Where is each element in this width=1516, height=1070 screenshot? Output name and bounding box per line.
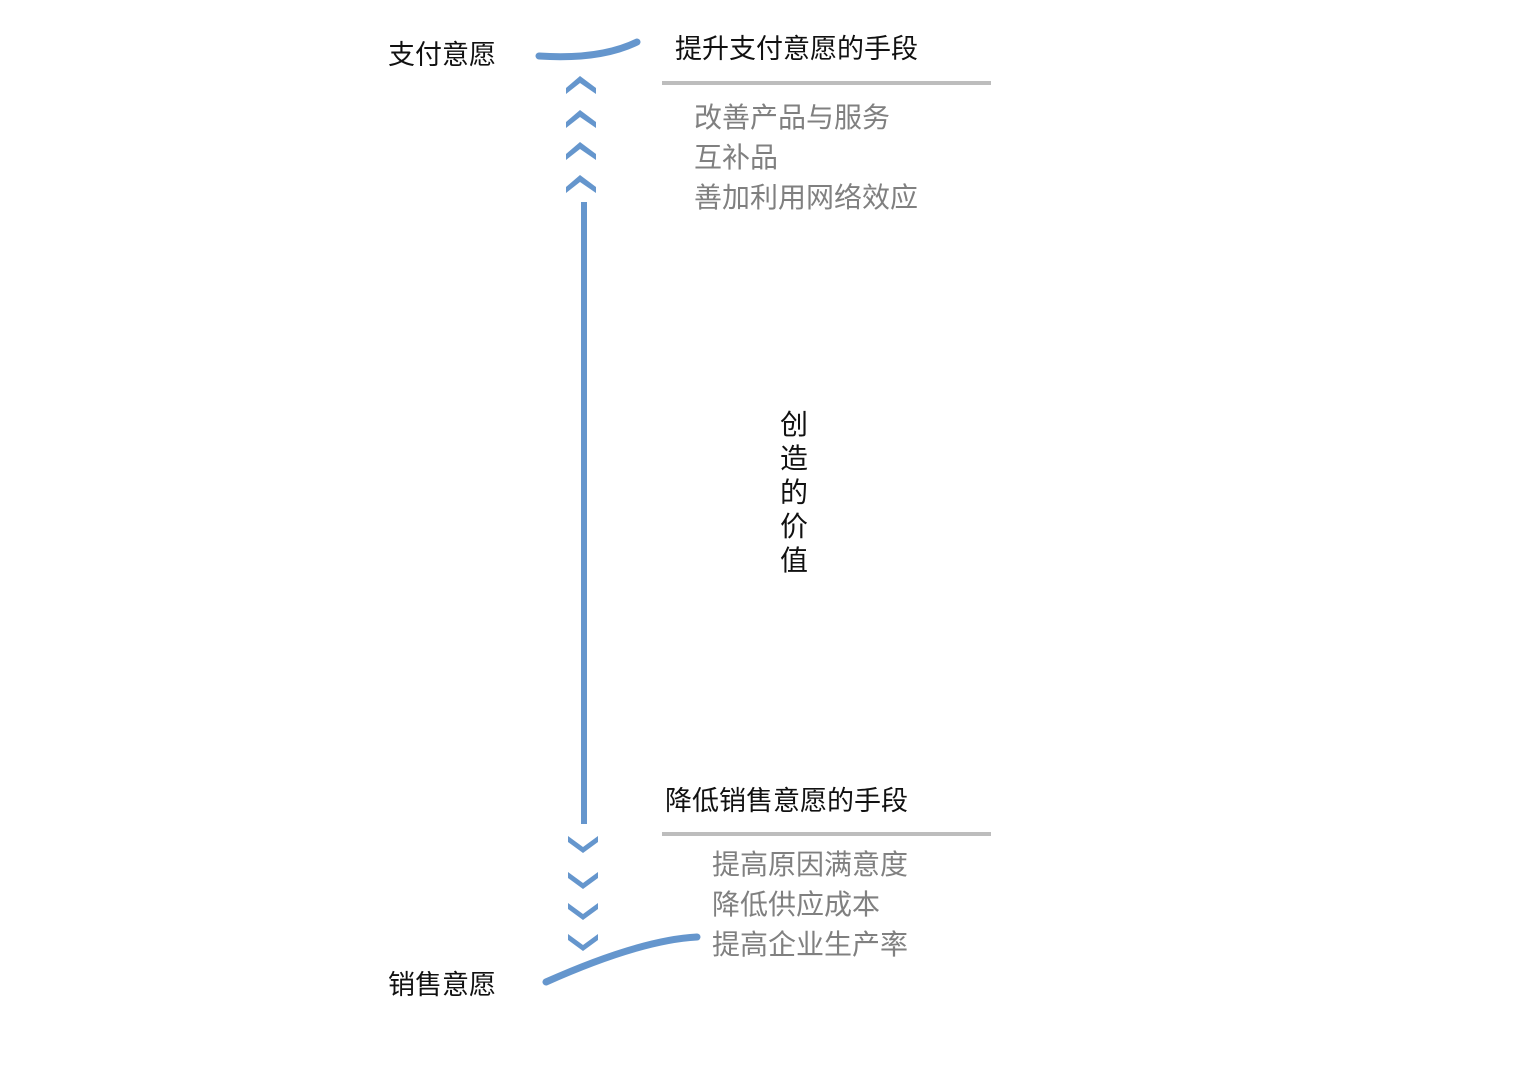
chevron-down-icon bbox=[568, 836, 598, 853]
chevron-down-icon bbox=[568, 934, 598, 951]
bottom-bracket-curve bbox=[542, 933, 701, 986]
center-value-label: 创造的价值 bbox=[779, 409, 808, 576]
chevron-down-icon bbox=[568, 903, 598, 920]
chevron-up-icon bbox=[566, 110, 596, 128]
lower-divider bbox=[662, 832, 991, 836]
chevron-up-icon bbox=[566, 142, 596, 160]
lower-item: 提高企业生产率 bbox=[712, 929, 909, 960]
upper-item: 善加利用网络效应 bbox=[694, 182, 919, 213]
top-bracket-curve bbox=[535, 38, 641, 61]
chevron-down-icon bbox=[568, 872, 598, 889]
upper-item: 互补品 bbox=[694, 142, 779, 173]
chevron-up-icon bbox=[566, 76, 596, 94]
upper-divider bbox=[662, 81, 991, 85]
lower-item: 提高原因满意度 bbox=[712, 849, 909, 880]
bottom-label: 销售意愿 bbox=[388, 970, 496, 1000]
lower-item: 降低供应成本 bbox=[712, 889, 881, 920]
chevron-up-icon bbox=[566, 175, 596, 193]
upper-section-heading: 提升支付意愿的手段 bbox=[675, 34, 918, 64]
top-label: 支付意愿 bbox=[388, 40, 496, 70]
upper-item: 改善产品与服务 bbox=[694, 102, 891, 133]
lower-section-heading: 降低销售意愿的手段 bbox=[665, 786, 908, 816]
